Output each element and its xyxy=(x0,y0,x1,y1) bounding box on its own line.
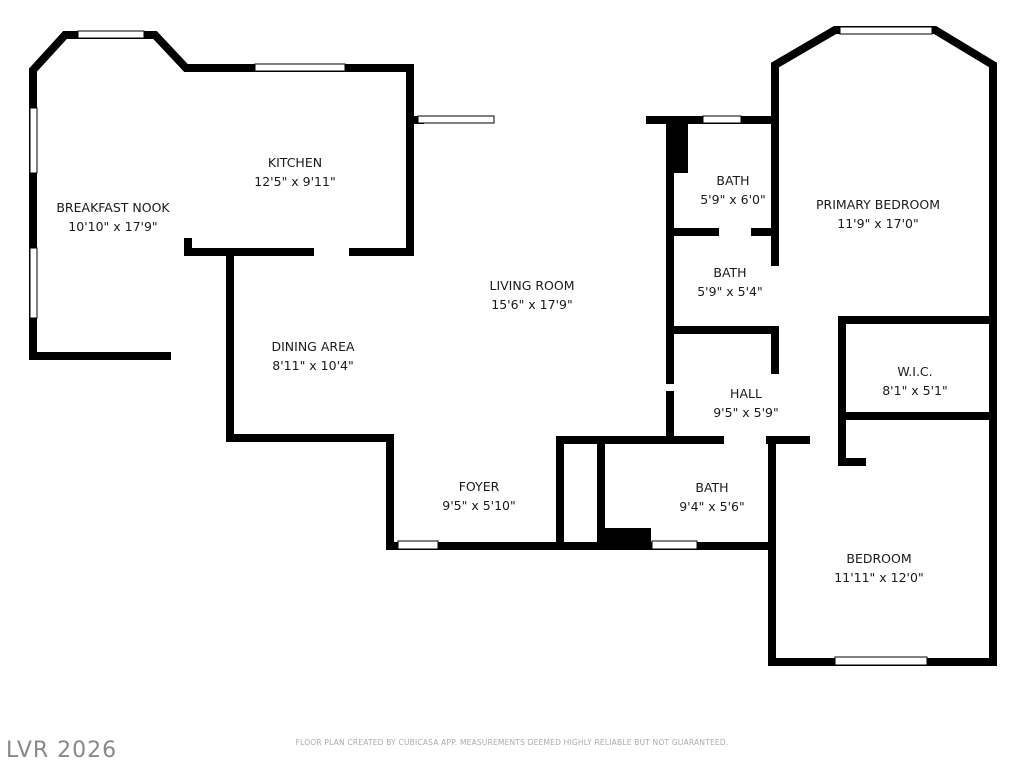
watermark: LVR 2026 xyxy=(6,738,118,763)
windows xyxy=(29,26,933,666)
disclaimer-footer: FLOOR PLAN CREATED BY CUBICASA APP. MEAS… xyxy=(295,738,729,747)
walls xyxy=(29,26,997,666)
room-wic: W.I.C.8'1" x 5'1" xyxy=(882,364,948,398)
